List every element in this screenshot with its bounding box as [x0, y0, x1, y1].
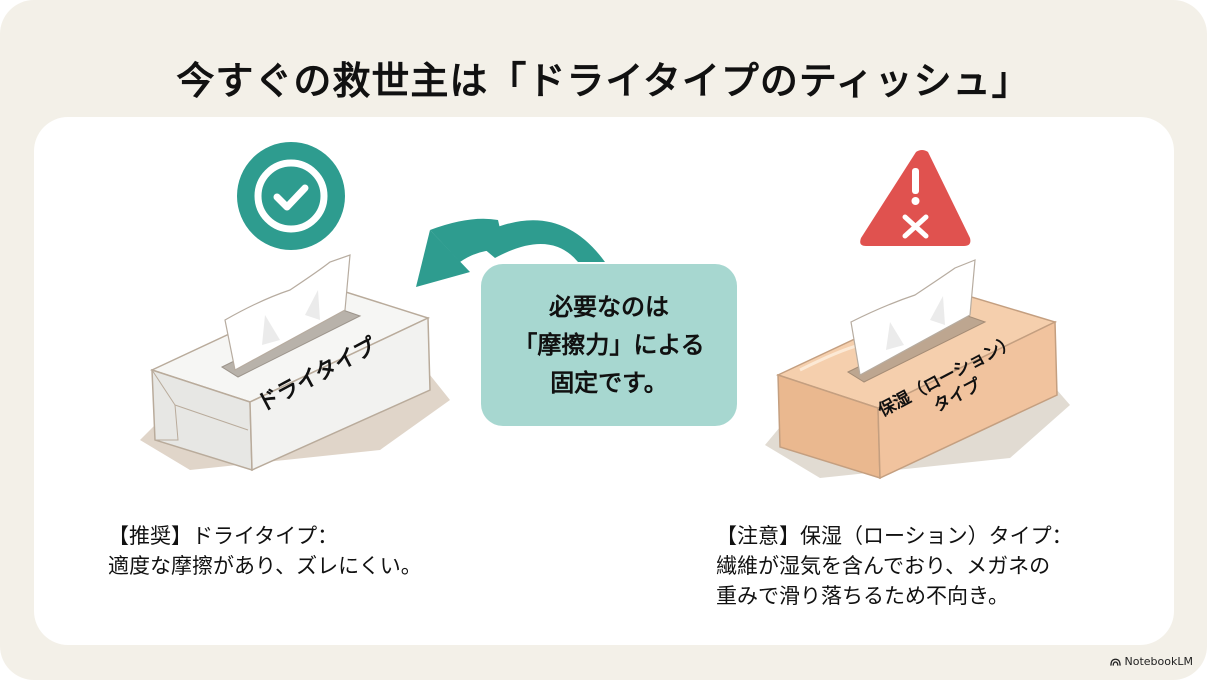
brand-name: NotebookLM: [1124, 655, 1193, 668]
dry-type-caption: 【推奨】ドライタイプ： 適度な摩擦があり、ズレにくい。: [108, 521, 422, 581]
lotion-caption-body-1: 繊維が湿気を含んでおり、メガネの: [716, 554, 1051, 578]
brand-watermark: NotebookLM: [1109, 655, 1193, 668]
lotion-caption-body-2: 重みで滑り落ちるため不向き。: [716, 584, 1009, 608]
callout-line1: 必要なのは: [549, 293, 669, 321]
dry-caption-body: 適度な摩擦があり、ズレにくい。: [108, 554, 422, 578]
friction-callout: 必要なのは 「摩擦力」による 固定です。: [481, 264, 737, 426]
callout-line2: 「摩擦力」による: [513, 331, 705, 359]
lotion-type-caption: 【注意】保湿（ローション）タイプ： 繊維が湿気を含んでおり、メガネの 重みで滑り…: [716, 521, 1073, 611]
lotion-caption-heading: 【注意】保湿（ローション）タイプ：: [716, 524, 1073, 548]
page-title: 今すぐの救世主は「ドライタイプのティッシュ」: [176, 59, 1031, 103]
callout-line3: 固定です。: [550, 369, 668, 397]
dry-caption-heading: 【推奨】ドライタイプ：: [108, 524, 339, 548]
notebooklm-logo-icon: [1109, 658, 1121, 666]
